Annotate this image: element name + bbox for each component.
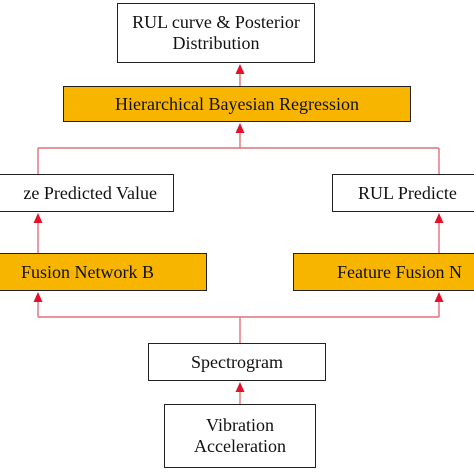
arrowhead-spectrogram bbox=[235, 382, 245, 392]
node-right-feature-fusion: Feature Fusion N bbox=[293, 253, 474, 291]
node-vibration-line1: Vibration bbox=[206, 415, 274, 435]
node-vibration-acceleration: Vibration Acceleration bbox=[164, 404, 316, 468]
node-left-predicted-value: ze Predicted Value bbox=[0, 174, 174, 212]
arrowhead-left-pred bbox=[33, 213, 43, 223]
node-hierarchical-bayesian-regression: Hierarchical Bayesian Regression bbox=[63, 86, 411, 122]
node-rul-curve-line1: RUL curve & Posterior bbox=[132, 12, 300, 32]
node-hbr-label: Hierarchical Bayesian Regression bbox=[115, 93, 359, 114]
node-left-pred-label: ze Predicted Value bbox=[23, 182, 157, 203]
node-spectrogram: Spectrogram bbox=[148, 343, 326, 381]
arrowhead-rul-curve bbox=[235, 64, 245, 74]
node-vibration-line2: Acceleration bbox=[194, 436, 286, 456]
arrowhead-right-pred bbox=[434, 213, 444, 223]
arrowhead-hbr bbox=[235, 123, 245, 133]
node-right-rul-predicted: RUL Predicte bbox=[332, 174, 474, 212]
node-rul-curve-line2: Distribution bbox=[172, 33, 260, 53]
node-rul-curve-posterior: RUL curve & Posterior Distribution bbox=[117, 3, 315, 63]
node-left-fusion-label: Fusion Network B bbox=[20, 261, 154, 282]
node-right-pred-label: RUL Predicte bbox=[358, 182, 457, 203]
node-left-fusion-network: Fusion Network B bbox=[0, 253, 207, 291]
node-right-fusion-label: Feature Fusion N bbox=[337, 261, 462, 282]
arrowhead-right-fusion bbox=[434, 292, 444, 302]
node-spectrogram-label: Spectrogram bbox=[191, 351, 283, 372]
arrowhead-left-fusion bbox=[33, 292, 43, 302]
